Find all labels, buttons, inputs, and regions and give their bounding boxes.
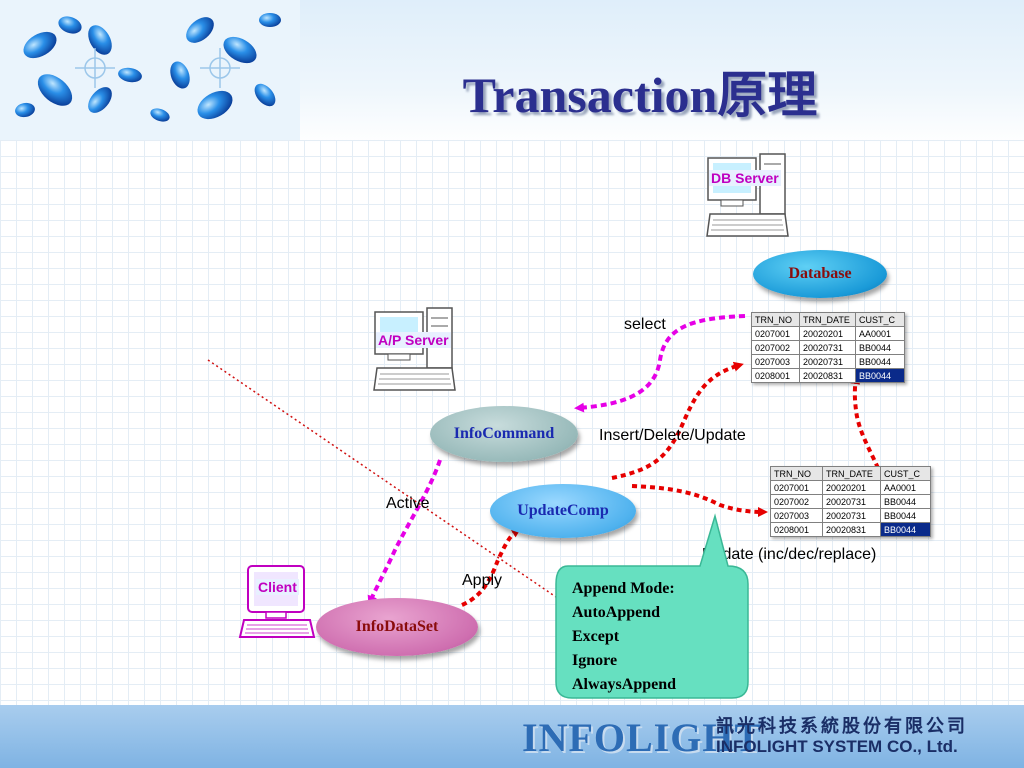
info-command-node: InfoCommand <box>430 406 578 462</box>
table-header: TRN_NO <box>770 466 823 481</box>
page-title: Transaction原理 <box>462 67 818 123</box>
update-comp-node: UpdateComp <box>490 484 636 538</box>
table-header: CUST_C <box>880 466 931 481</box>
db-server-label: DB Server <box>709 170 781 186</box>
insert-delete-update-label: Insert/Delete/Update <box>599 427 746 444</box>
table-header: CUST_C <box>855 312 905 327</box>
table-sync-arrow <box>850 374 880 469</box>
ap-server-computer-icon <box>373 307 456 391</box>
ap-server-label: A/P Server <box>376 332 451 348</box>
insert-delete-update-arrow <box>611 361 744 480</box>
append-mode-callout-shape <box>555 513 749 699</box>
table-header: TRN_NO <box>751 312 800 327</box>
select-label: select <box>624 316 666 333</box>
info-dataset-node: InfoDataSet <box>316 598 478 656</box>
callout-line: Ignore <box>572 652 618 669</box>
client-label: Client <box>256 579 299 595</box>
append-mode-callout: Append Mode: AutoAppend Except Ignore Al… <box>572 577 676 697</box>
update-arrow <box>631 484 768 517</box>
table-header: TRN_DATE <box>799 312 856 327</box>
callout-line: Except <box>572 628 620 645</box>
db-server-computer-icon <box>706 153 789 237</box>
active-label: Active <box>386 495 430 512</box>
decorative-drops-logo <box>0 0 300 140</box>
callout-line: AlwaysAppend <box>572 676 677 693</box>
select-arrow <box>574 314 746 413</box>
callout-line: AutoAppend <box>572 604 661 621</box>
footer-company-cn: 訊光科技系統股份有限公司 <box>716 716 968 736</box>
footer-company-en: INFOLIGHT SYSTEM CO., Ltd. <box>716 737 958 756</box>
client-computer-icon <box>238 565 316 638</box>
callout-line: Append Mode: <box>572 580 675 597</box>
apply-label: Apply <box>462 572 503 589</box>
apply-arrow <box>461 527 522 607</box>
active-arrow <box>367 459 442 606</box>
footer-brand-logo: INFOLIGHT <box>522 715 763 760</box>
table-header: TRN_DATE <box>822 466 881 481</box>
database-node: Database <box>753 250 887 298</box>
footer-bar <box>0 705 1024 768</box>
update-inc-label: Update (inc/dec/replace) <box>702 546 877 563</box>
